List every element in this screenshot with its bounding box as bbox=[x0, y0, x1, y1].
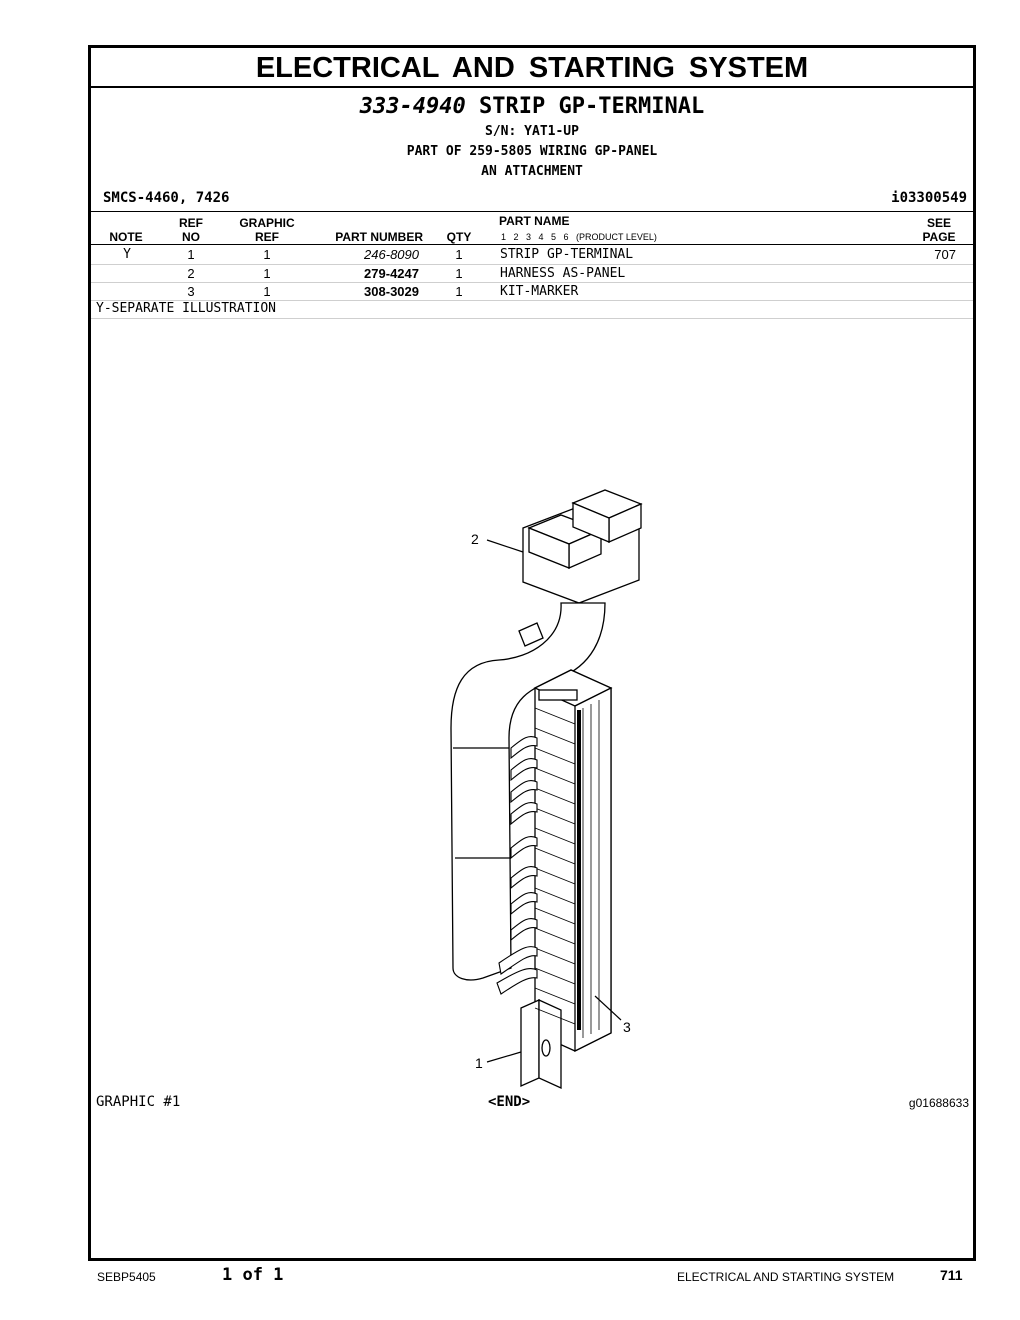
group-title: 333-4940 STRIP GP-TERMINAL bbox=[91, 94, 973, 119]
row-divider bbox=[91, 264, 973, 265]
row-part-name: KIT-MARKER bbox=[500, 284, 579, 299]
col-see-bottom: PAGE bbox=[922, 230, 956, 244]
row-graphic: 1 bbox=[263, 247, 271, 262]
col-graphic-top: GRAPHIC bbox=[239, 216, 295, 230]
terminal-strip-illustration: 2 3 1 bbox=[450, 489, 643, 1090]
footer-page-number: 711 bbox=[940, 1267, 963, 1283]
footnote-divider bbox=[91, 318, 973, 319]
col-see-top: SEE bbox=[926, 216, 951, 230]
callout-2: 2 bbox=[471, 531, 479, 547]
callout-1: 1 bbox=[475, 1055, 483, 1071]
footnote: Y-SEPARATE ILLUSTRATION bbox=[96, 301, 277, 316]
serial-range: S/N: YAT1-UP bbox=[485, 124, 579, 139]
row-part-name: STRIP GP-TERMINAL bbox=[500, 247, 634, 262]
table-header-rule bbox=[91, 244, 973, 245]
col-ref-top: REF bbox=[179, 216, 203, 230]
row-graphic: 1 bbox=[263, 266, 271, 281]
col-graphic-bottom: REF bbox=[255, 230, 279, 244]
attachment-line: AN ATTACHMENT bbox=[481, 164, 583, 179]
col-product-levels: 1 2 3 4 5 6 (PRODUCT LEVEL) bbox=[501, 232, 657, 242]
end-label: <END> bbox=[488, 1094, 531, 1110]
illustration-id: i03300549 bbox=[891, 190, 967, 206]
row-ref: 1 bbox=[187, 247, 195, 262]
part-of-line: PART OF 259-5805 WIRING GP-PANEL bbox=[406, 144, 658, 159]
row-divider bbox=[91, 300, 973, 301]
table-top-rule bbox=[91, 211, 973, 212]
col-ref-bottom: NO bbox=[182, 230, 200, 244]
row-part-number: 279-4247 bbox=[364, 266, 419, 281]
col-note: NOTE bbox=[109, 230, 143, 244]
footer-page-count: 1 of 1 bbox=[222, 1265, 284, 1285]
mounting-rail bbox=[520, 998, 540, 1088]
row-see-page: 707 bbox=[934, 247, 956, 262]
footer-section: ELECTRICAL AND STARTING SYSTEM bbox=[677, 1270, 895, 1284]
section-title: ELECTRICAL AND STARTING SYSTEM bbox=[91, 48, 973, 88]
row-divider bbox=[91, 282, 973, 283]
page-frame: ELECTRICAL AND STARTING SYSTEM 333-4940 … bbox=[88, 45, 976, 1261]
col-part-name: PART NAME bbox=[499, 214, 570, 228]
group-part-name: STRIP GP-TERMINAL bbox=[479, 94, 705, 119]
harness-cable bbox=[450, 602, 606, 981]
row-qty: 1 bbox=[455, 266, 463, 281]
col-qty: QTY bbox=[446, 230, 472, 244]
callout-3: 3 bbox=[623, 1019, 631, 1035]
row-part-number: 308-3029 bbox=[364, 284, 419, 299]
row-ref: 2 bbox=[187, 266, 195, 281]
footer-doc-number: SEBP5405 bbox=[97, 1270, 156, 1284]
col-part-number: PART NUMBER bbox=[335, 230, 423, 244]
row-ref: 3 bbox=[187, 284, 195, 299]
smcs-code: SMCS-4460, 7426 bbox=[103, 190, 230, 206]
group-part-number: 333-4940 bbox=[359, 94, 466, 119]
row-graphic: 1 bbox=[263, 284, 271, 299]
row-qty: 1 bbox=[455, 247, 463, 262]
row-part-number: 246-8090 bbox=[364, 247, 419, 262]
row-note: Y bbox=[123, 247, 131, 262]
graphic-id: g01688633 bbox=[908, 1096, 969, 1110]
marker-strip bbox=[577, 710, 581, 1030]
row-qty: 1 bbox=[455, 284, 463, 299]
graphic-label: GRAPHIC #1 bbox=[96, 1094, 181, 1110]
row-part-name: HARNESS AS-PANEL bbox=[500, 266, 626, 281]
